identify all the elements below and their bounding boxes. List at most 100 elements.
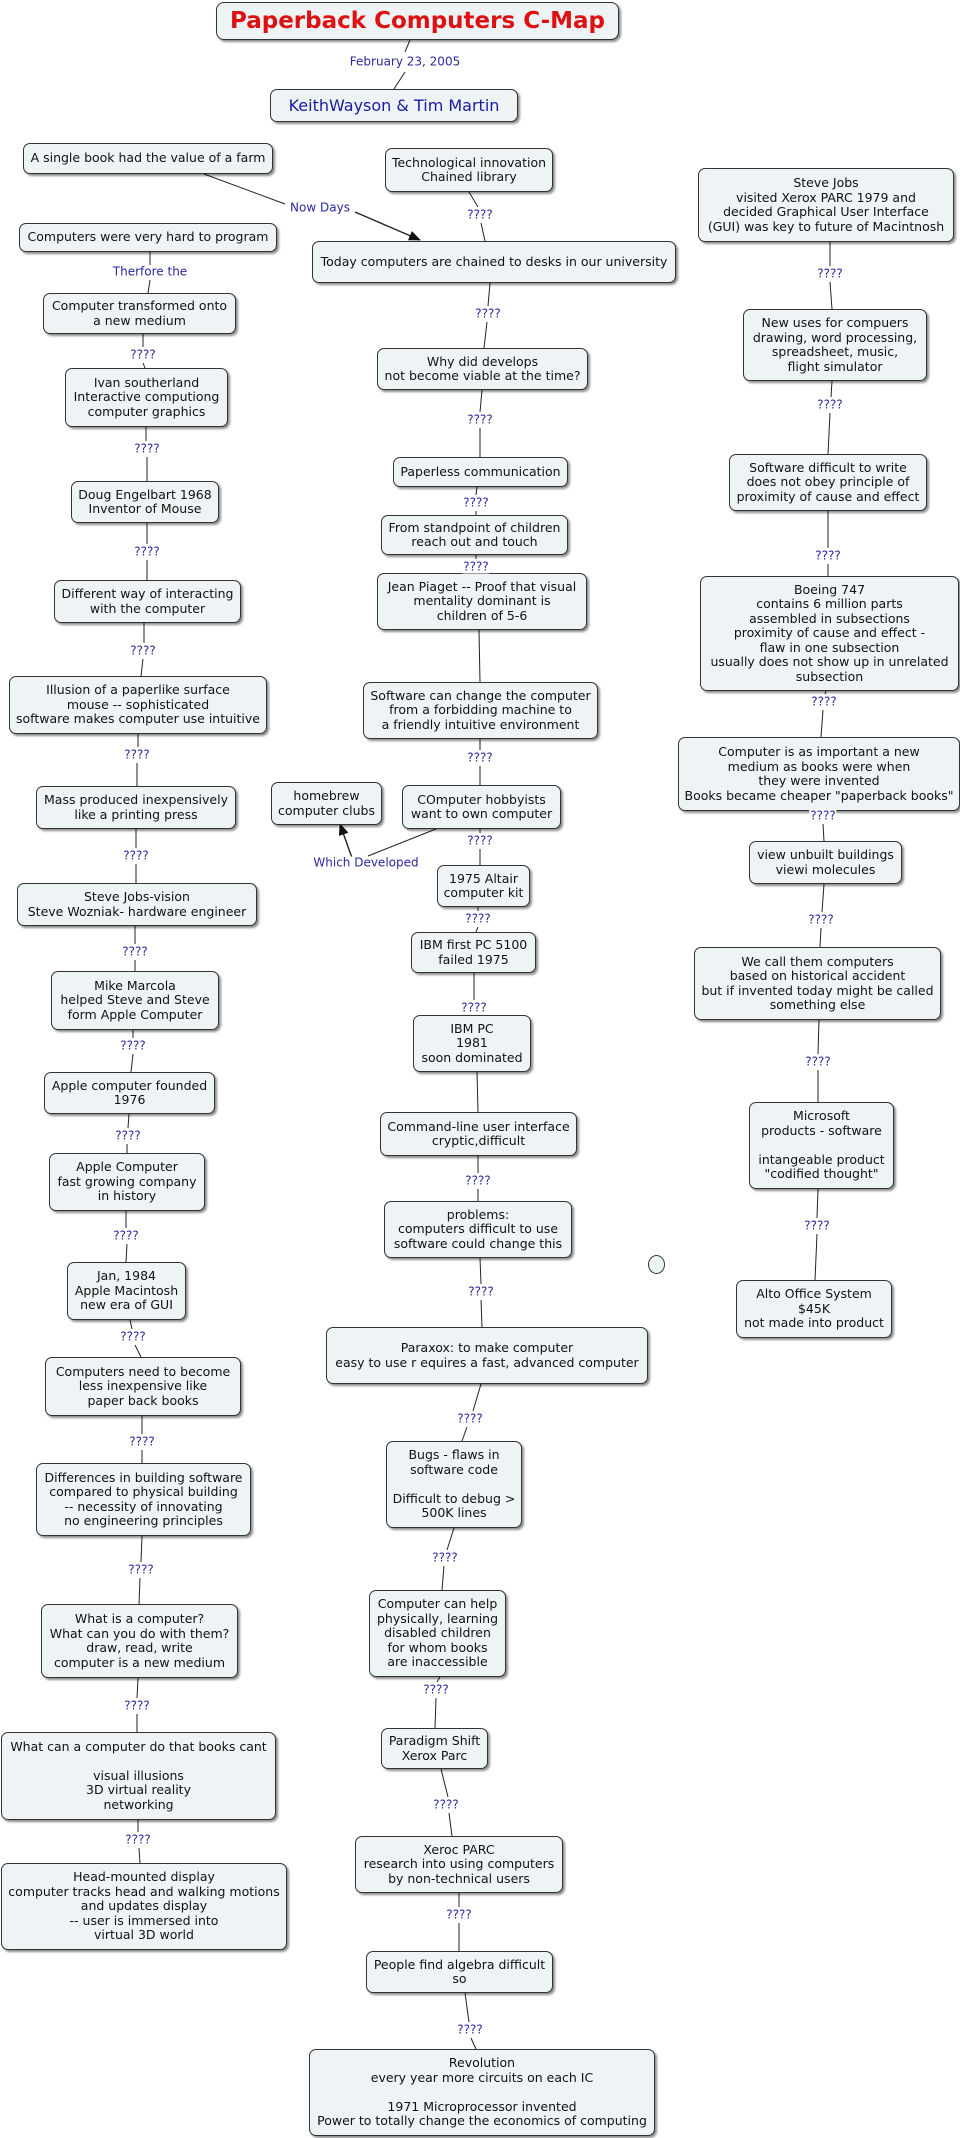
concept-node[interactable]: IBM first PC 5100 failed 1975 <box>411 932 536 973</box>
concept-node[interactable]: Paperless communication <box>393 457 568 487</box>
concept-node[interactable]: Steve Jobs-vision Steve Wozniak- hardwar… <box>17 883 257 926</box>
connector-line <box>461 1426 468 1442</box>
link-label: ???? <box>462 559 490 574</box>
link-label: ???? <box>121 944 149 959</box>
concept-node[interactable]: Paradigm Shift Xerox Parc <box>381 1728 488 1769</box>
link-label: ???? <box>466 412 494 427</box>
link-label: ???? <box>807 912 835 927</box>
link-label: ???? <box>127 1562 155 1577</box>
concept-node[interactable]: Today computers are chained to desks in … <box>312 241 676 283</box>
connector-line <box>130 1053 134 1073</box>
arrow-connector <box>338 823 353 859</box>
concept-node[interactable]: Mass produced inexpensively like a print… <box>36 786 236 829</box>
link-label: ???? <box>123 1698 151 1713</box>
concept-node[interactable]: Different way of interacting with the co… <box>54 580 241 623</box>
link-label: ???? <box>466 750 494 765</box>
connector-line <box>822 823 825 842</box>
link-label: ???? <box>467 1284 495 1299</box>
link-label: ???? <box>804 1054 832 1069</box>
link-label: ???? <box>456 1411 484 1426</box>
concept-node[interactable]: Apple Computer fast growing company in h… <box>49 1153 205 1211</box>
concept-node[interactable]: Xeroc PARC research into using computers… <box>355 1836 563 1893</box>
concept-node[interactable]: 1975 Altair computer kit <box>437 865 530 907</box>
link-label: ???? <box>803 1218 831 1233</box>
connector-line <box>134 1344 142 1358</box>
link-label: ???? <box>123 747 151 762</box>
connector-line <box>479 1257 482 1285</box>
link-label: ???? <box>431 1550 459 1565</box>
map-title[interactable]: Paperback Computers C-Map <box>216 2 619 40</box>
concept-node[interactable]: What can a computer do that books cant v… <box>1 1732 276 1820</box>
concept-node[interactable]: Microsoft products - software intangeabl… <box>749 1102 894 1189</box>
concept-node[interactable]: Mike Marcola helped Steve and Steve form… <box>51 971 219 1030</box>
concept-node[interactable]: Software difficult to write does not obe… <box>729 454 927 511</box>
link-label: ???? <box>124 1832 152 1847</box>
concept-node[interactable]: People find algebra difficult so <box>366 1951 553 1993</box>
concept-node[interactable]: Ivan southerland Interactive computiong … <box>65 368 228 427</box>
connector-line <box>830 380 833 398</box>
map-authors[interactable]: KeithWayson & Tim Martin <box>270 89 518 122</box>
connector-line <box>829 281 833 310</box>
connector-line <box>475 486 478 496</box>
connector-line <box>480 1299 483 1328</box>
concept-node[interactable]: homebrew computer clubs <box>271 782 382 825</box>
connector-line <box>483 321 488 349</box>
concept-node[interactable]: Paraxox: to make computer easy to use r … <box>326 1327 648 1384</box>
connector-line <box>817 1019 820 1055</box>
concept-node[interactable]: Head-mounted display computer tracks hea… <box>1 1863 287 1950</box>
link-label: ???? <box>445 1907 473 1922</box>
concept-node[interactable]: problems: computers difficult to use sof… <box>384 1201 572 1258</box>
concept-node[interactable]: Technological innovation Chained library <box>385 148 553 192</box>
concept-node[interactable]: Computers were very hard to program <box>19 223 277 252</box>
concept-node[interactable]: IBM PC 1981 soon dominated <box>413 1015 531 1072</box>
link-label: ???? <box>422 1682 450 1697</box>
connector-line <box>821 883 825 913</box>
concept-node[interactable]: Command-line user interface cryptic,diff… <box>380 1112 577 1156</box>
connector-line <box>136 1677 139 1699</box>
concept-node[interactable]: What is a computer? What can you do with… <box>41 1604 238 1678</box>
connector-line <box>140 658 144 677</box>
concept-node[interactable]: view unbuilt buildings viewi molecules <box>749 841 902 884</box>
connector-line <box>472 1383 482 1412</box>
empty-node[interactable] <box>648 1255 665 1274</box>
connector-line <box>393 71 406 90</box>
link-label: ???? <box>809 808 837 823</box>
link-label: ???? <box>119 1329 147 1344</box>
concept-node[interactable]: Alto Office System $45K not made into pr… <box>736 1280 892 1338</box>
concept-node[interactable]: Steve Jobs visited Xerox PARC 1979 and d… <box>698 168 954 242</box>
connector-line <box>138 1577 141 1605</box>
map-date: February 23, 2005 <box>348 54 462 69</box>
concept-node[interactable]: Revolution every year more circuits on e… <box>309 2049 655 2136</box>
concept-node[interactable]: Computers need to become less inexpensiv… <box>45 1357 241 1416</box>
concept-node[interactable]: Boeing 747 contains 6 million parts asse… <box>700 576 959 691</box>
link-label: ???? <box>114 1128 142 1143</box>
connector-line <box>142 362 146 369</box>
concept-node[interactable]: Bugs - flaws in software code Difficult … <box>386 1441 522 1528</box>
concept-node[interactable]: New uses for compuers drawing, word proc… <box>743 309 927 381</box>
concept-node[interactable]: COmputer hobbyists want to own computer <box>402 785 561 829</box>
concept-node[interactable]: Doug Engelbart 1968 Inventor of Mouse <box>71 481 219 523</box>
link-label: ???? <box>133 544 161 559</box>
connector-line <box>475 926 479 933</box>
concept-node[interactable]: Software can change the computer from a … <box>363 682 598 739</box>
concept-node[interactable]: Why did develops not become viable at th… <box>377 348 588 390</box>
connector-line <box>140 1535 143 1563</box>
concept-node[interactable]: A single book had the value of a farm <box>23 143 273 174</box>
concept-node[interactable]: Jean Piaget -- Proof that visual mentali… <box>377 573 587 630</box>
connector-line <box>147 279 151 294</box>
link-label: ???? <box>119 1038 147 1053</box>
concept-node[interactable]: Computer can help physically, learning d… <box>369 1590 506 1677</box>
connector-line <box>824 690 827 695</box>
concept-node[interactable]: Apple computer founded 1976 <box>44 1072 215 1114</box>
concept-node[interactable]: Illusion of a paperlike surface mouse --… <box>9 676 267 734</box>
concept-node[interactable]: Jan, 1984 Apple Macintosh new era of GUI <box>67 1262 186 1320</box>
concept-node[interactable]: We call them computers based on historic… <box>694 947 941 1020</box>
concept-node[interactable]: Differences in building software compare… <box>36 1463 251 1536</box>
link-label: ???? <box>456 2022 484 2037</box>
concept-node[interactable]: Computer is as important a new medium as… <box>678 737 960 811</box>
connector-line <box>446 1527 455 1551</box>
link-label: ???? <box>112 1228 140 1243</box>
link-label: ???? <box>129 347 157 362</box>
concept-node[interactable]: Computer transformed onto a new medium <box>43 293 236 334</box>
concept-node[interactable]: From standpoint of children reach out an… <box>381 515 568 555</box>
